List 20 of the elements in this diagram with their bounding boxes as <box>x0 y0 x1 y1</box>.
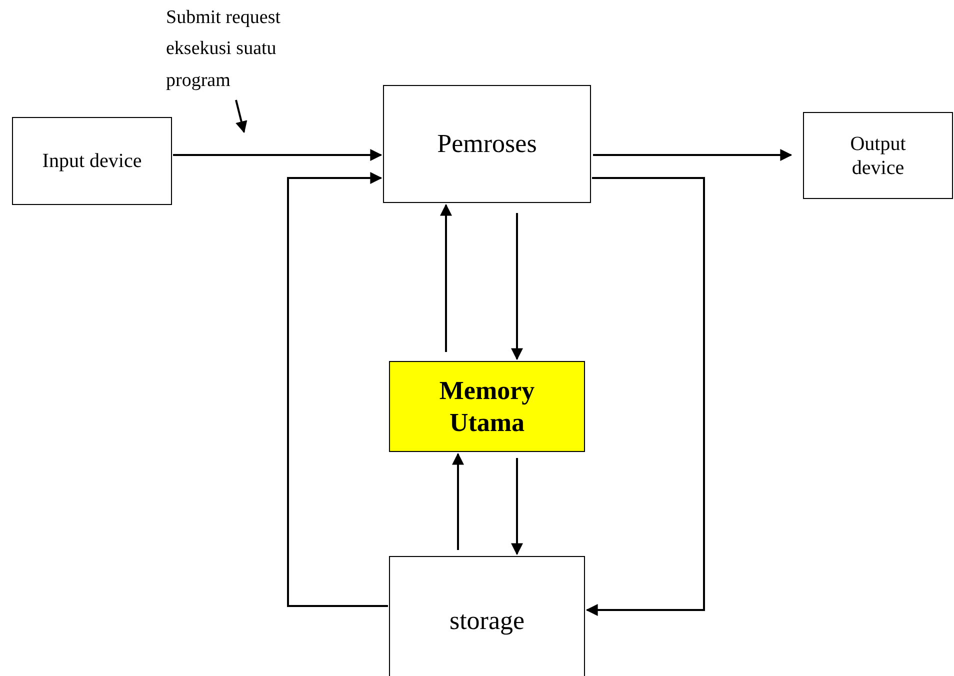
arrow <box>440 204 452 352</box>
process-box <box>803 112 953 199</box>
arrow <box>173 149 382 161</box>
arrow <box>586 177 705 616</box>
process-box <box>389 556 585 676</box>
arrow <box>287 172 388 607</box>
box-label: Output device <box>849 132 907 180</box>
process-box <box>12 117 172 205</box>
memory-box <box>389 361 585 452</box>
annotation-text: Submit request eksekusi suatu program <box>166 6 282 93</box>
arrow <box>593 149 792 161</box>
box-label: Memory Utama <box>438 375 536 438</box>
arrow <box>511 213 523 360</box>
arrow <box>452 452 464 550</box>
box-label: Pemroses <box>437 128 537 160</box>
box-label: Input device <box>42 149 142 173</box>
process-box <box>383 85 591 203</box>
box-label: storage <box>449 605 525 637</box>
leader-arrow <box>235 100 248 134</box>
arrow <box>511 458 523 556</box>
